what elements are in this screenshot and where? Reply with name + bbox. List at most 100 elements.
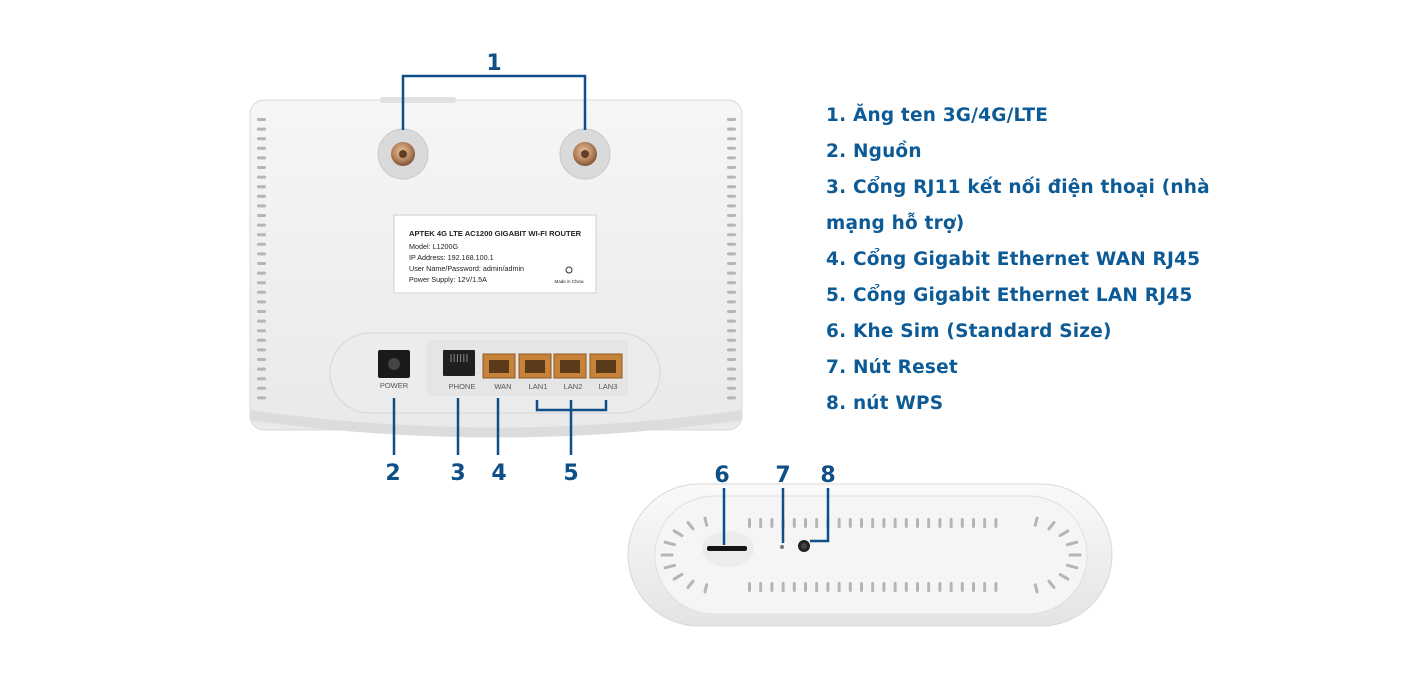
- port-label-lan3: LAN3: [599, 382, 618, 391]
- vent-slot: [792, 582, 796, 592]
- legend-item-antenna: 1. Ăng ten 3G/4G/LTE: [826, 105, 1049, 126]
- vent-slot: [960, 582, 964, 592]
- vent-slot: [257, 214, 266, 217]
- label-power: Power Supply: 12V/1.5A: [409, 275, 487, 284]
- lan1-port: LAN1: [518, 353, 552, 391]
- label-user: User Name/Password: admin/admin: [409, 264, 524, 273]
- vent-slot: [871, 518, 875, 528]
- lan3-port: LAN3: [589, 353, 623, 391]
- vent-slot: [815, 582, 819, 592]
- vent-slot: [882, 582, 886, 592]
- vent-slot: [727, 377, 736, 381]
- antenna-connector-left: [377, 128, 429, 180]
- rj11-phone-port: PHONE: [443, 350, 475, 391]
- vent-slot: [257, 127, 266, 131]
- label-made-in: Made in China: [554, 279, 584, 284]
- callout-2: 2: [385, 461, 400, 486]
- vent-slot: [727, 242, 736, 246]
- vent-slot: [871, 582, 875, 592]
- vent-slot: [727, 214, 736, 217]
- callout-5: 5: [563, 461, 578, 486]
- vent-slot: [792, 518, 796, 528]
- port-label-lan2: LAN2: [564, 382, 583, 391]
- vent-slot: [257, 348, 266, 352]
- reset-hole: [780, 545, 784, 549]
- legend-item-wan: 4. Cổng Gigabit Ethernet WAN RJ45: [826, 249, 1201, 270]
- vent-slot: [727, 358, 736, 361]
- wps-button: [798, 540, 810, 552]
- vent-slot: [727, 396, 736, 400]
- vent-slot: [916, 582, 919, 592]
- vent-slot: [848, 582, 852, 592]
- vent-slot: [748, 518, 751, 528]
- vent-slot: [904, 582, 908, 592]
- vent-slot: [781, 582, 785, 592]
- product-label: APTEK 4G LTE AC1200 GIGABIT WI-FI ROUTER…: [393, 214, 597, 294]
- vent-slot: [257, 166, 266, 169]
- vent-slot: [727, 146, 736, 150]
- vent-slot: [727, 194, 736, 198]
- vent-slot: [257, 146, 266, 150]
- vent-slot: [927, 518, 931, 528]
- vent-slot: [727, 118, 736, 121]
- vent-slot: [257, 194, 266, 198]
- vent-slot: [893, 518, 897, 528]
- router-bottom-view: [627, 483, 1113, 627]
- vent-slot: [727, 166, 736, 169]
- vent-slot: [727, 348, 736, 352]
- vent-slot: [727, 252, 736, 256]
- antenna-connector-right: [559, 128, 611, 180]
- vent-slot: [949, 582, 953, 592]
- vent-slot: [727, 329, 736, 333]
- callout-4: 4: [491, 461, 506, 486]
- vent-slot: [727, 223, 736, 227]
- vent-slot: [727, 127, 736, 131]
- legend-item-rj11-cont: mạng hỗ trợ): [826, 213, 965, 234]
- vent-slot: [938, 582, 942, 592]
- vent-slot: [848, 518, 852, 528]
- side-vents-right: [727, 118, 736, 400]
- vent-slot: [257, 329, 266, 333]
- vent-slot: [257, 338, 266, 342]
- vent-slot: [727, 233, 736, 237]
- label-ip: IP Address: 192.168.100.1: [409, 253, 494, 262]
- vent-slot: [257, 271, 266, 275]
- vent-slot: [727, 310, 736, 313]
- callout-lines: [392, 74, 830, 545]
- callout-8: 8: [820, 463, 835, 488]
- vent-slot: [727, 185, 736, 189]
- legend-item-rj11: 3. Cổng RJ11 kết nối điện thoại (nhà: [826, 177, 1210, 198]
- vent-slot: [972, 582, 975, 592]
- callout-3: 3: [450, 461, 465, 486]
- vent-slot: [938, 518, 942, 528]
- sim-slot: [702, 531, 754, 567]
- vent-slot: [257, 223, 266, 227]
- vent-slot: [759, 518, 763, 528]
- vent-slot: [893, 582, 897, 592]
- vent-slot: [860, 582, 863, 592]
- legend-item-power: 2. Nguồn: [826, 141, 922, 162]
- callout-numbers: 1 2 3 4 5 6 7 8: [385, 51, 835, 488]
- legend-item-lan: 5. Cổng Gigabit Ethernet LAN RJ45: [826, 285, 1193, 306]
- vent-slot: [770, 582, 774, 592]
- label-title: APTEK 4G LTE AC1200 GIGABIT WI-FI ROUTER: [409, 229, 582, 238]
- vent-slot: [983, 518, 987, 528]
- vent-slot: [727, 319, 736, 323]
- vent-slot: [748, 582, 751, 592]
- vent-slot: [257, 300, 266, 304]
- vent-slot: [994, 518, 998, 528]
- legend-list: 1. Ăng ten 3G/4G/LTE 2. Nguồn 3. Cổng RJ…: [826, 98, 1246, 422]
- vent-slot: [860, 518, 863, 528]
- certification-icon: [565, 266, 573, 274]
- vent-slot: [972, 518, 975, 528]
- vent-slot: [257, 156, 266, 160]
- vent-slot: [257, 377, 266, 381]
- vent-slot: [257, 252, 266, 256]
- vent-slot: [257, 185, 266, 189]
- vent-slot: [257, 358, 266, 361]
- vent-slot: [727, 271, 736, 275]
- vent-slot: [927, 582, 931, 592]
- legend-item-sim: 6. Khe Sim (Standard Size): [826, 321, 1112, 342]
- vent-slot: [257, 262, 266, 265]
- vent-slot: [727, 300, 736, 304]
